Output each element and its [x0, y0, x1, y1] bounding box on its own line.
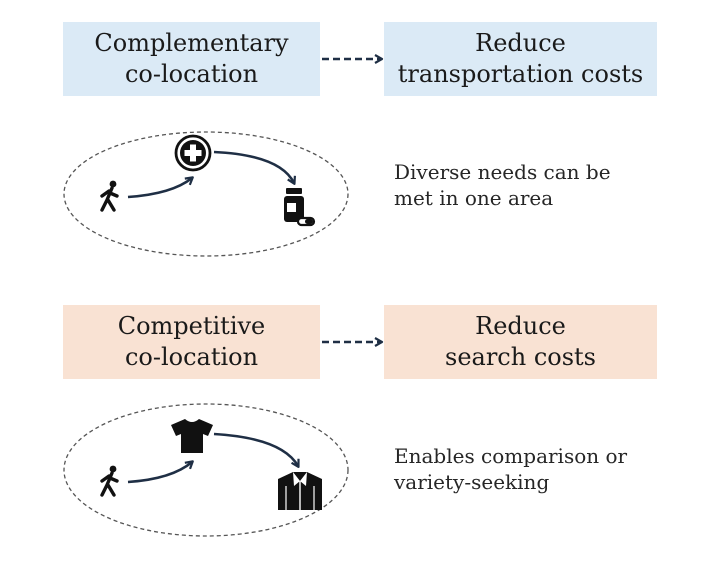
- competitive-colocation-label: Competitive co-location: [117, 312, 266, 371]
- reduce-transportation-costs-box: Reduce transportation costs: [384, 22, 657, 96]
- reduce-search-costs-label: Reduce search costs: [445, 312, 596, 371]
- curved-arrow-to-pill: [213, 150, 296, 185]
- competitive-note: Enables comparison or variety-seeking: [394, 444, 628, 494]
- curved-arrow-to-dress-shirt: [213, 432, 300, 468]
- curved-arrow-to-medical: [127, 176, 194, 199]
- tshirt-icon: [171, 419, 213, 453]
- competitive-colocation-box: Competitive co-location: [63, 305, 320, 379]
- complementary-colocation-box: Complementary co-location: [63, 22, 320, 96]
- pill-bottle-icon: [284, 188, 316, 227]
- reduce-transportation-costs-label: Reduce transportation costs: [397, 29, 644, 88]
- complementary-ellipse: [63, 131, 349, 257]
- complementary-note: Diverse needs can be met in one area: [394, 160, 611, 210]
- curved-arrow-to-tshirt: [127, 460, 194, 484]
- walking-person-icon: [100, 178, 119, 212]
- medical-cross-icon: [174, 134, 212, 172]
- walking-person-icon: [100, 463, 119, 497]
- dress-shirt-icon: [278, 472, 322, 510]
- competitive-ellipse: [63, 403, 349, 537]
- reduce-search-costs-box: Reduce search costs: [384, 305, 657, 379]
- complementary-colocation-label: Complementary co-location: [94, 29, 289, 88]
